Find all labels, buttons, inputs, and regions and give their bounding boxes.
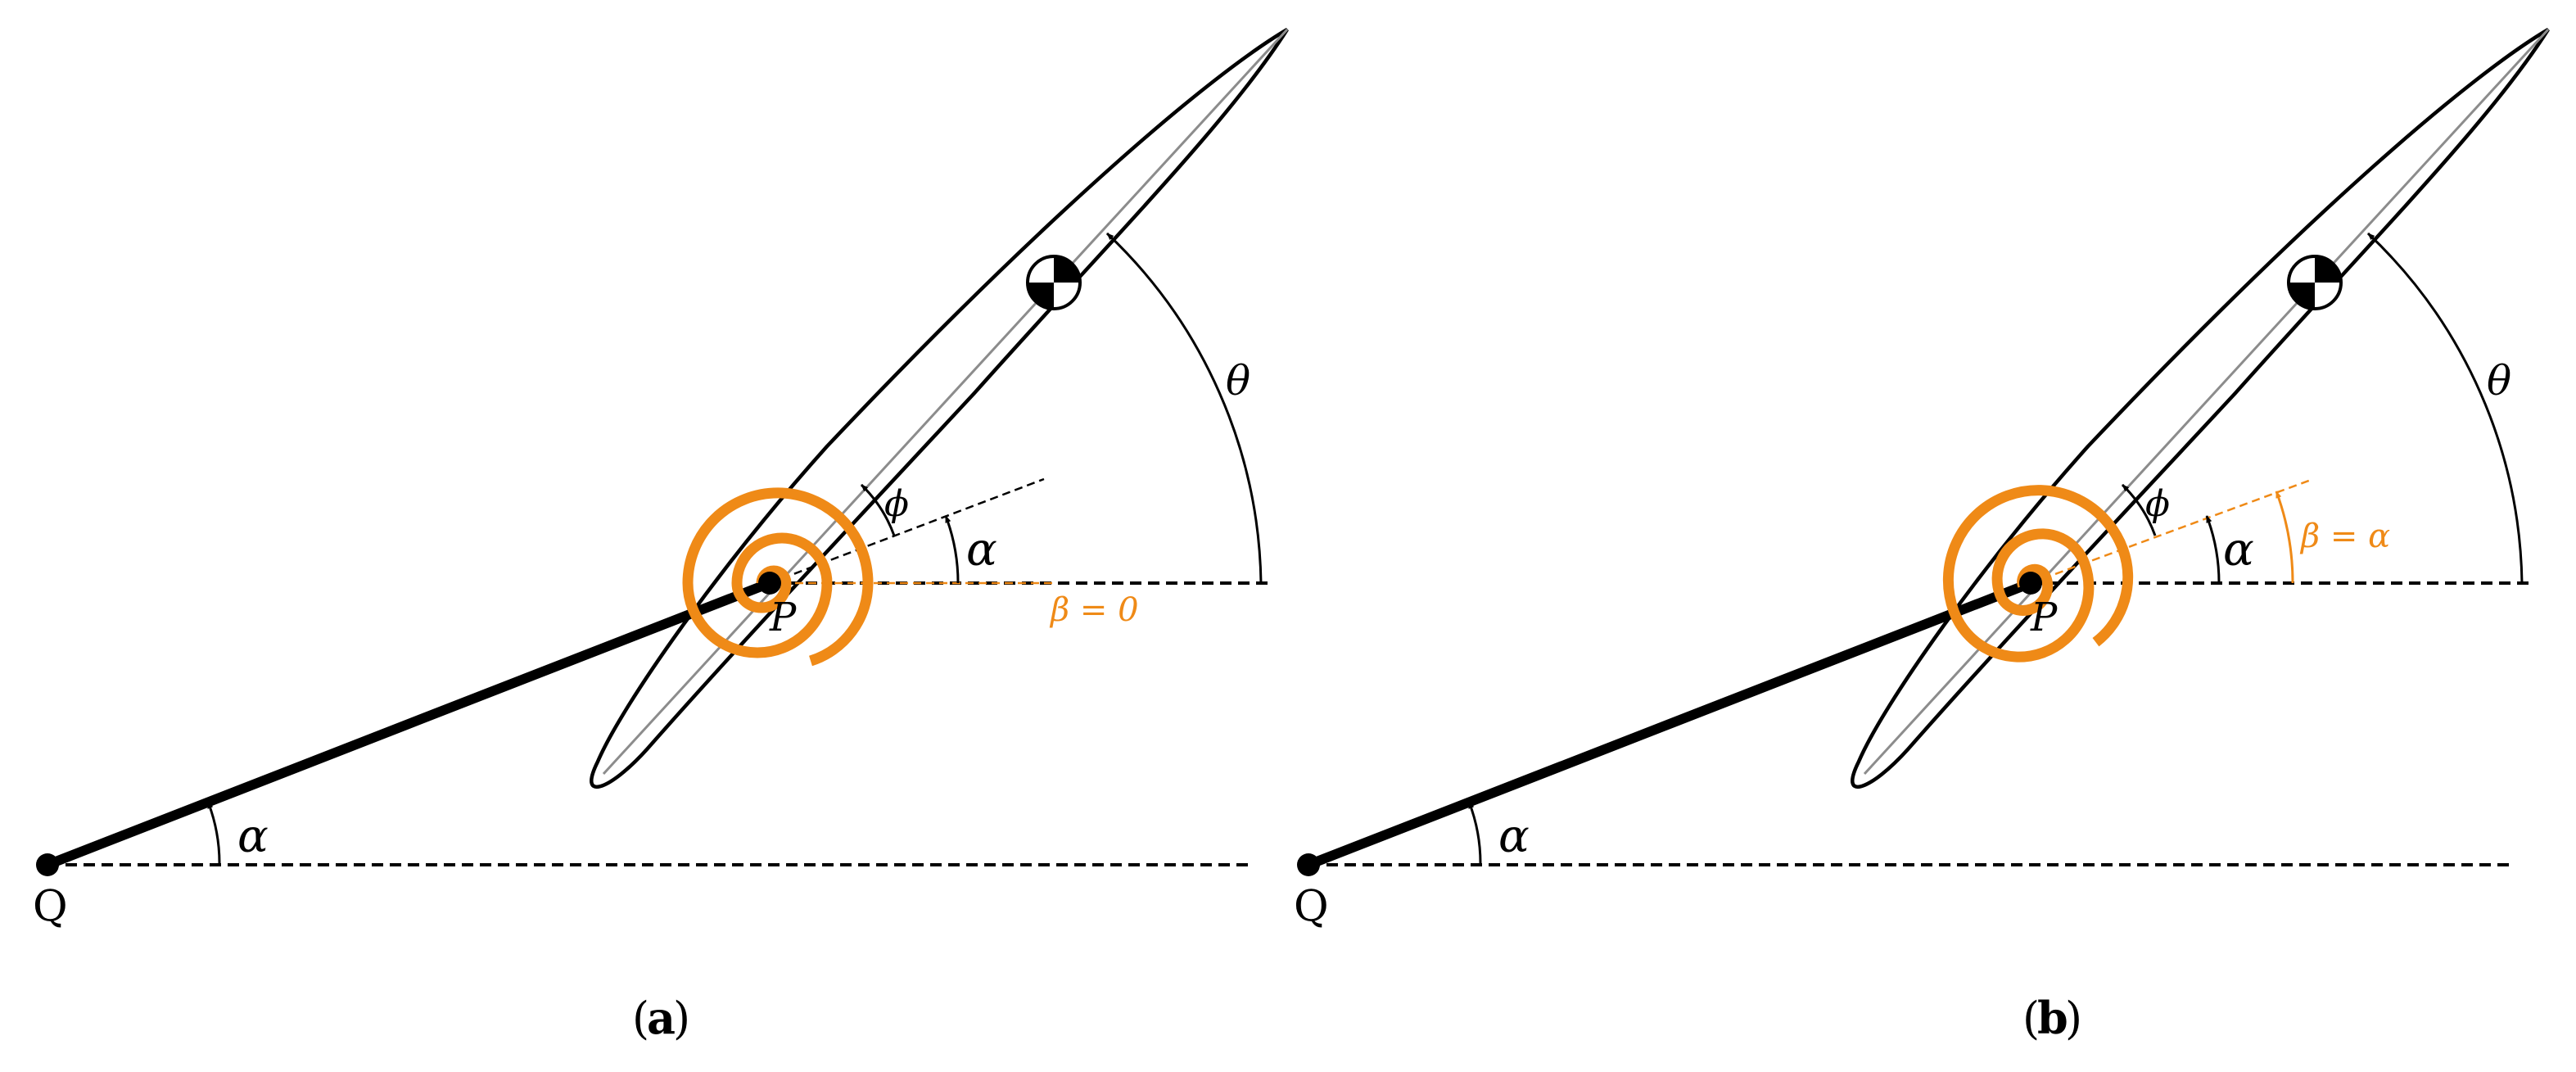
panel-a: Q P α α ϕ θ β = 0 ( a ) bbox=[33, 28, 1289, 1044]
theta-arc bbox=[2366, 232, 2524, 584]
caption-a-letter: a bbox=[647, 992, 676, 1044]
label-pivot-q: Q bbox=[1294, 882, 1329, 931]
rigid-arm bbox=[43, 578, 775, 870]
alpha-arm-arc bbox=[1467, 801, 1482, 866]
chord-line bbox=[602, 28, 1289, 776]
theta-arc bbox=[1105, 232, 1263, 584]
label-pivot-p: P bbox=[769, 595, 797, 640]
center-of-mass-icon bbox=[2287, 255, 2343, 310]
pivot-q-dot bbox=[36, 853, 59, 876]
pivot-q-dot bbox=[1297, 853, 1320, 876]
torsion-spring bbox=[1942, 485, 2134, 663]
phi-arc bbox=[2121, 483, 2157, 536]
center-of-mass-icon bbox=[1026, 255, 1082, 310]
caption-a-open: ( bbox=[632, 993, 649, 1044]
arm-extension-line bbox=[769, 477, 1045, 585]
beta-arc bbox=[2275, 491, 2294, 584]
caption-a-close: ) bbox=[673, 993, 690, 1044]
label-alpha-body: α bbox=[2223, 523, 2254, 577]
caption-b-close: ) bbox=[2065, 993, 2082, 1044]
torsion-spring bbox=[682, 487, 874, 667]
label-phi: ϕ bbox=[884, 483, 909, 525]
alpha-body-arc bbox=[944, 515, 960, 584]
panel-b: Q P α α ϕ θ β = α ( b ) bbox=[1294, 28, 2550, 1044]
label-pivot-q: Q bbox=[33, 882, 68, 931]
label-theta: θ bbox=[2487, 357, 2511, 405]
caption-b-letter: b bbox=[2037, 992, 2068, 1044]
label-phi: ϕ bbox=[2145, 483, 2170, 525]
pivot-p-dot bbox=[2019, 572, 2042, 595]
label-beta: β = α bbox=[2299, 518, 2390, 555]
label-beta: β = 0 bbox=[1049, 591, 1139, 629]
rigid-arm bbox=[1304, 578, 2036, 870]
label-pivot-p: P bbox=[2030, 595, 2058, 640]
chord-line bbox=[1863, 28, 2550, 776]
caption-b-open: ( bbox=[2022, 993, 2040, 1044]
alpha-arm-arc bbox=[206, 801, 221, 866]
label-theta: θ bbox=[1226, 357, 1250, 405]
phi-arc bbox=[860, 483, 896, 536]
label-alpha-body: α bbox=[966, 523, 997, 577]
beta-reference-line bbox=[2030, 477, 2314, 585]
pivot-p-dot bbox=[758, 572, 781, 595]
label-alpha-arm: α bbox=[1498, 810, 1530, 863]
label-alpha-arm: α bbox=[237, 810, 269, 863]
alpha-body-arc bbox=[2205, 515, 2221, 584]
